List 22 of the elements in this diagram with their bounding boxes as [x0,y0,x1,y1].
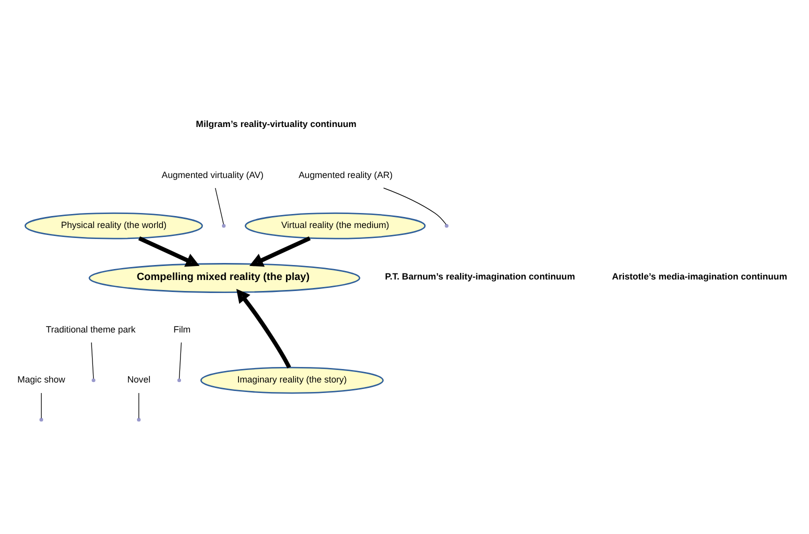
node-text: Traditional theme park [46,324,136,334]
node-text: Magic show [17,374,66,385]
label: P.T. Barnum’s reality-imagination continuum [385,272,576,282]
node-text: Augmented virtuality (AV) [162,170,264,180]
connector [40,392,42,419]
connector [178,342,182,379]
arrow [249,236,311,267]
label: Aristotle’s media-imagination continuum [612,272,788,282]
label: Milgram’s reality-virtuality continuum [196,118,356,129]
node-ellipse: Compelling mixed reality (the play) [88,263,360,293]
connector [138,392,140,419]
node-text: Augmented reality (AR) [298,170,393,180]
arrow [236,288,292,368]
connector [91,342,94,379]
connector [383,188,446,225]
node-text: Film [173,324,191,334]
node-ellipse: Imaginary reality (the story) [200,366,384,394]
arrow [138,236,200,267]
connector [214,188,224,225]
node-ellipse: Physical reality (the world) [24,212,203,240]
node-ellipse: Virtual reality (the medium) [244,212,426,240]
node-text: Novel [127,374,150,385]
